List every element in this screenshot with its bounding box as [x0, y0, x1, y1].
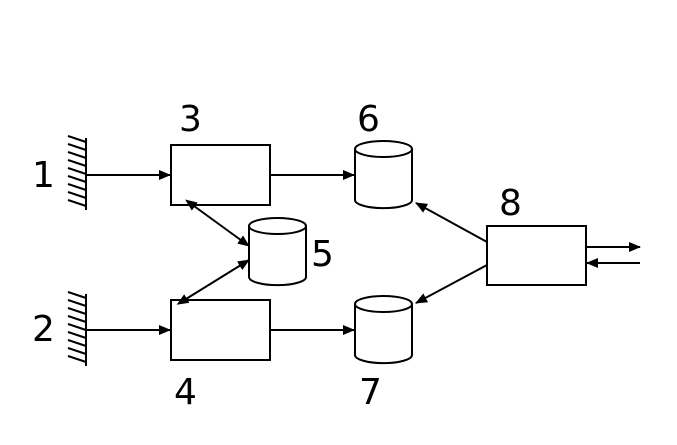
block-8 — [486, 225, 587, 286]
label-3: 3 — [179, 99, 202, 140]
label-4: 4 — [174, 372, 197, 413]
storage-7 — [354, 295, 413, 365]
storage-6 — [354, 140, 413, 210]
arrow-3-5 — [185, 199, 250, 247]
label-8: 8 — [499, 183, 522, 224]
wall-2 — [67, 291, 87, 366]
arrow-4-5 — [176, 259, 250, 305]
label-7: 7 — [359, 372, 382, 413]
wall-1 — [67, 135, 87, 210]
arrow-8-to-7 — [415, 264, 488, 304]
block-4 — [170, 299, 271, 361]
label-5: 5 — [311, 234, 334, 275]
label-1: 1 — [32, 155, 55, 196]
arrow-8-to-6 — [415, 202, 488, 243]
block-3 — [170, 144, 271, 206]
storage-5 — [248, 217, 307, 287]
label-6: 6 — [357, 99, 380, 140]
label-2: 2 — [32, 309, 55, 350]
